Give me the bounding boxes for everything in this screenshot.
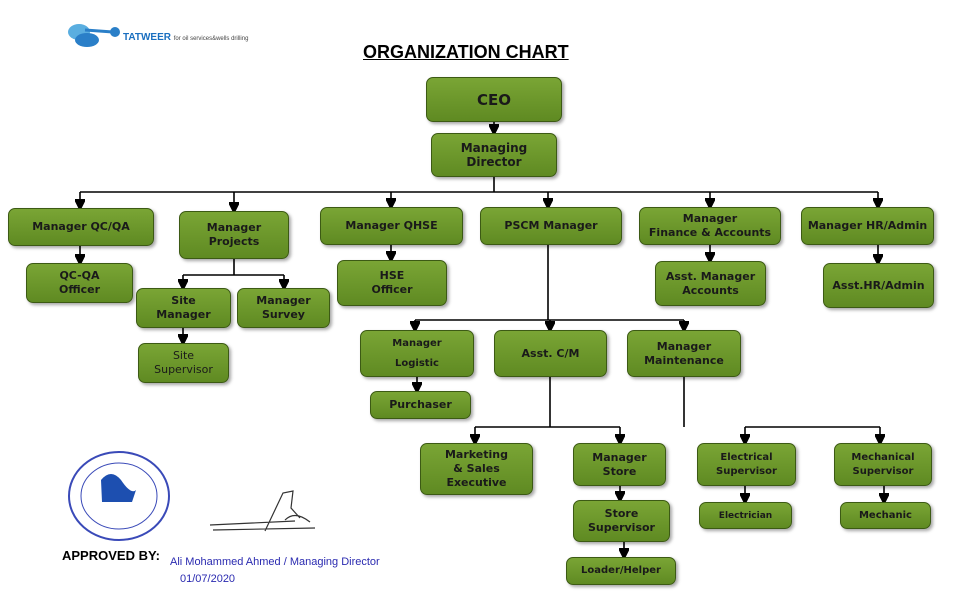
node-marketing-sales-executive: Marketing & Sales Executive: [420, 443, 533, 495]
logo-name: TATWEER: [123, 32, 171, 43]
node-managing-director: Managing Director: [431, 133, 557, 177]
node-electrician: Electrician: [699, 502, 792, 529]
node-hse-officer: HSE Officer: [337, 260, 447, 306]
approval-date: 01/07/2020: [180, 573, 236, 585]
node-mechanical-supervisor: Mechanical Supervisor: [834, 443, 932, 486]
node-manager-qhse: Manager QHSE: [320, 207, 463, 245]
node-manager-qc-qa: Manager QC/QA: [8, 208, 154, 246]
page-title: ORGANIZATION CHART: [363, 42, 569, 62]
node-manager-finance: Manager Finance & Accounts: [639, 207, 781, 245]
node-purchaser: Purchaser: [370, 391, 471, 419]
node-manager-hr-admin: Manager HR/Admin: [801, 207, 934, 245]
node-site-manager: Site Manager: [136, 288, 231, 328]
node-electrical-supervisor: Electrical Supervisor: [697, 443, 796, 486]
node-manager-store: Manager Store: [573, 443, 666, 486]
node-manager-maintenance: Manager Maintenance: [627, 330, 741, 377]
company-stamp-icon: [68, 451, 170, 541]
node-mechanic: Mechanic: [840, 502, 931, 529]
logo-subtitle: for oil services&wells drilling: [173, 36, 249, 42]
node-asst-manager-accounts: Asst. Manager Accounts: [655, 261, 766, 306]
node-ceo: CEO: [426, 77, 562, 122]
approver-name: Ali Mohammed Ahmed / Managing Director: [170, 556, 380, 568]
node-asst-cm: Asst. C/M: [494, 330, 607, 377]
approved-by-label: APPROVED BY:: [62, 548, 160, 563]
node-loader-helper: Loader/Helper: [566, 557, 676, 585]
node-site-supervisor: Site Supervisor: [138, 343, 229, 383]
node-manager-survey: Manager Survey: [237, 288, 330, 328]
logo-text: TATWEER for oil services&wells drilling: [123, 32, 248, 43]
node-qc-qa-officer: QC-QA Officer: [26, 263, 133, 303]
node-pscm-manager: PSCM Manager: [480, 207, 622, 245]
tatweer-logo-icon: [68, 24, 120, 47]
node-store-supervisor: Store Supervisor: [573, 500, 670, 542]
node-manager-projects: Manager Projects: [179, 211, 289, 259]
node-manager-logistic: Manager Logistic: [360, 330, 474, 377]
node-asst-hr-admin: Asst.HR/Admin: [823, 263, 934, 308]
signature-icon: [209, 490, 316, 532]
